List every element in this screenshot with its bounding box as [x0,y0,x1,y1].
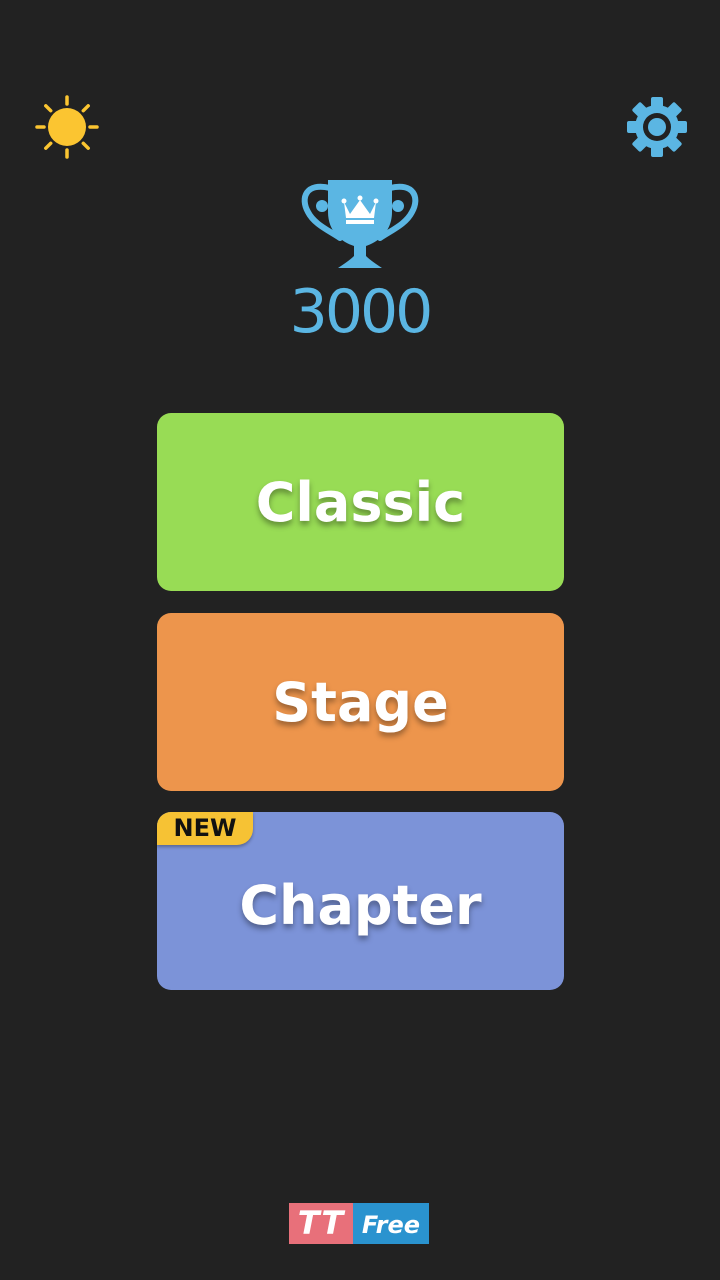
brand-logo-left: TT [289,1203,353,1244]
brand-logo-right: Free [353,1203,429,1244]
settings-button[interactable] [624,94,690,160]
theme-toggle-button[interactable] [34,94,100,160]
high-score: 3000 [289,277,434,347]
chapter-mode-button[interactable]: NEW Chapter [157,812,564,990]
ttfree-logo[interactable]: TT Free [289,1203,429,1244]
classic-mode-button[interactable]: Classic [157,413,564,591]
gear-icon [627,97,687,157]
stage-mode-label: Stage [272,670,449,734]
stage-mode-button[interactable]: Stage [157,613,564,791]
sun-icon [35,95,99,159]
trophy-icon [298,176,422,274]
new-badge: NEW [157,812,253,845]
chapter-mode-label: Chapter [239,873,482,937]
classic-mode-label: Classic [255,470,466,534]
